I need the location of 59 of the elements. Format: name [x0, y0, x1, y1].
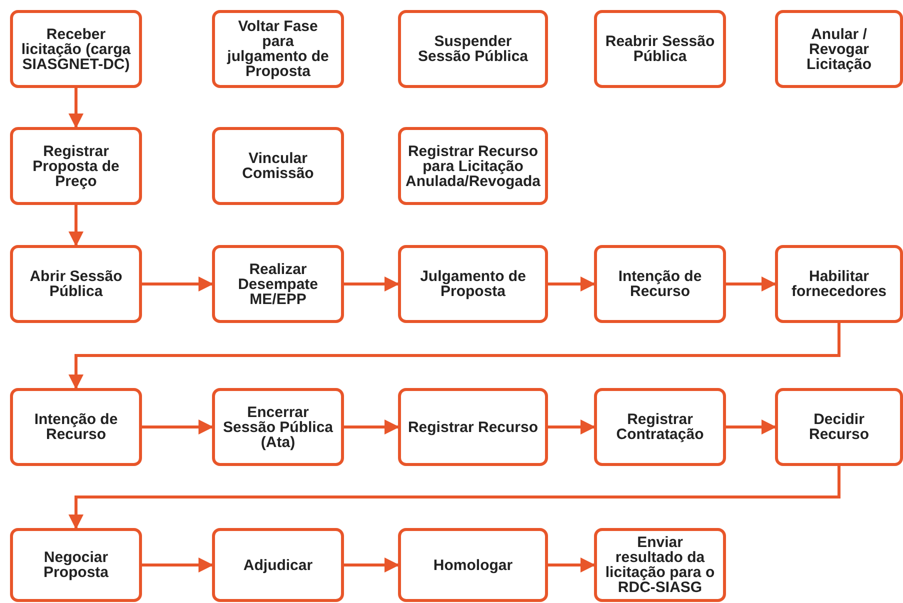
arrow — [68, 323, 840, 390]
process-box — [212, 245, 344, 323]
process-box — [594, 528, 726, 602]
process-box — [594, 10, 726, 88]
arrow — [68, 88, 84, 128]
box-label: Intenção de Recurso — [33, 412, 119, 442]
box-label: Voltar Fase para julgamento de Proposta — [226, 19, 330, 79]
process-box — [594, 245, 726, 323]
process-box — [398, 388, 548, 466]
arrow — [68, 466, 840, 530]
process-box — [212, 528, 344, 602]
box-label: Habilitar fornecedores — [790, 269, 888, 299]
box-label: Enviar resultado da licitação para o RDC-SIASG — [604, 535, 716, 595]
box-label: Receber licitação (carga SIASGNET-DC) — [20, 26, 132, 72]
arrow — [548, 276, 596, 292]
process-box — [10, 528, 142, 602]
box-label: Intenção de Recurso — [617, 269, 703, 299]
box-label: Suspender Sessão Pública — [416, 34, 530, 64]
box-label: Vincular Comissão — [241, 151, 315, 181]
arrow — [142, 420, 214, 434]
box-label: Anular / Revogar Licitação — [805, 26, 873, 72]
box-label: Julgamento de Proposta — [419, 269, 527, 299]
box-label: Registrar Proposta de Preço — [32, 144, 120, 188]
process-box — [398, 10, 548, 88]
process-box — [212, 127, 344, 205]
box-label: Registrar Recurso para Licitação Anulada/Revogada — [404, 144, 542, 188]
process-box — [775, 388, 903, 466]
box-label: Realizar Desempate ME/EPP — [236, 262, 320, 306]
arrow — [142, 558, 214, 572]
process-box — [10, 10, 142, 88]
process-box — [212, 10, 344, 88]
box-label: Encerrar Sessão Pública (Ata) — [222, 404, 334, 450]
arrow — [726, 276, 776, 292]
arrow — [344, 420, 400, 434]
arrow — [68, 205, 84, 246]
arrow — [548, 420, 596, 434]
box-label: Reabrir Sessão Pública — [604, 34, 716, 64]
process-box — [775, 10, 903, 88]
process-box — [10, 245, 142, 323]
box-label: Decidir Recurso — [808, 412, 870, 442]
process-box — [398, 127, 548, 205]
box-label: Adjudicar — [242, 558, 314, 572]
process-box — [10, 388, 142, 466]
process-box — [10, 127, 142, 205]
box-label: Registrar Contratação — [615, 412, 705, 442]
box-label: Registrar Recurso — [406, 420, 540, 434]
arrow — [344, 276, 400, 292]
box-label: Negociar Proposta — [42, 550, 110, 580]
arrow — [726, 420, 776, 434]
arrow — [548, 558, 596, 572]
process-box — [212, 388, 344, 466]
process-box — [398, 528, 548, 602]
box-label: Abrir Sessão Pública — [28, 269, 124, 299]
box-label: Homologar — [432, 558, 514, 572]
process-box — [775, 245, 903, 323]
arrow — [142, 276, 214, 292]
arrow — [344, 558, 400, 572]
process-box — [594, 388, 726, 466]
process-box — [398, 245, 548, 323]
